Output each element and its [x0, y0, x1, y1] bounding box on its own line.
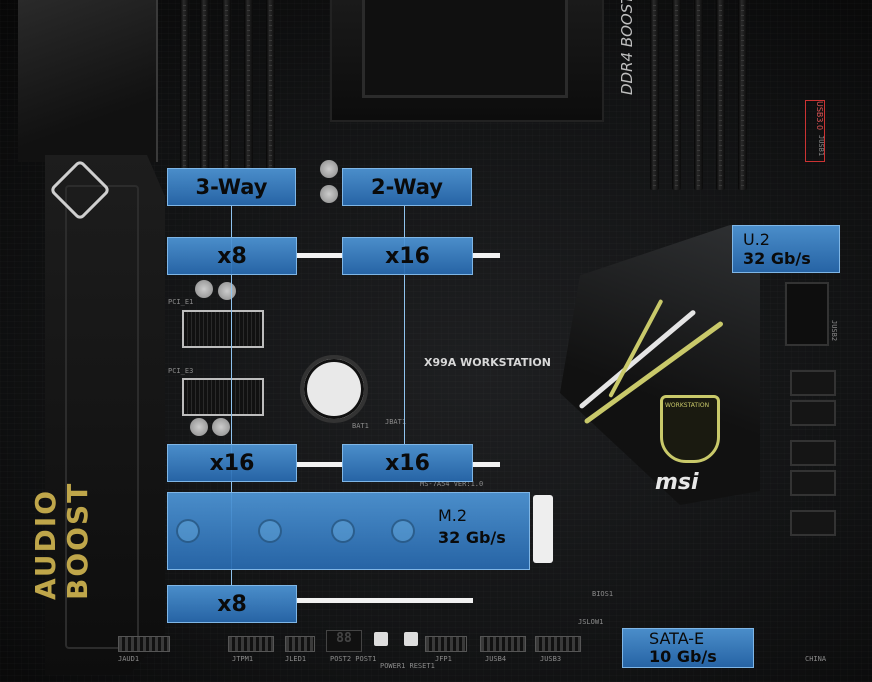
dimm-slot: [672, 0, 681, 190]
m2-standoff: [331, 519, 355, 543]
pcie-slot5-x8-label: x8: [167, 585, 297, 623]
power-button[interactable]: [374, 632, 388, 646]
sata-port: [790, 400, 836, 426]
m2-standoff: [176, 519, 200, 543]
pcie-slot1-x16-label: x16: [342, 237, 473, 275]
sata-port: [790, 440, 836, 466]
pcie-slot-rail: [472, 462, 500, 467]
cpu-socket: [330, 0, 604, 122]
capacitor: [195, 280, 213, 298]
sata-e-port-label: SATA-E 10 Gb/s: [622, 628, 754, 668]
jusb4-header: [480, 636, 526, 652]
cpu-socket-frame: [362, 0, 568, 98]
dimm-slot: [650, 0, 659, 190]
u2-port-label: U.2 32 Gb/s: [732, 225, 840, 273]
model-name: X99A WORKSTATION: [424, 356, 551, 369]
silk-version: MS-7A54 VER:1.0: [420, 480, 484, 488]
silk-jled: JLED1: [285, 655, 307, 663]
sata-port: [790, 510, 836, 536]
silk-jusb3: JUSB3: [540, 655, 562, 663]
pcie-x1-slot: [182, 310, 264, 348]
m2-connector: [533, 495, 553, 563]
sata-port: [790, 370, 836, 396]
sata-port: [790, 470, 836, 496]
u2-name: U.2: [743, 230, 770, 249]
dimm-slot: [180, 0, 189, 170]
jled-header: [285, 636, 315, 652]
capacitor: [320, 185, 338, 203]
silk-pcie3: PCI_E3: [168, 367, 194, 375]
silk-china: CHINA: [805, 655, 827, 663]
dimm-slot: [738, 0, 747, 190]
workstation-badge: WORKSTATION: [660, 395, 720, 463]
cmos-battery: [300, 355, 368, 423]
silk-jusb1: JUSB1: [817, 135, 825, 157]
pcie-slot-rail: [472, 253, 500, 258]
silk-jaud: JAUD1: [118, 655, 140, 663]
io-shroud: [45, 155, 165, 675]
capacitor: [190, 418, 208, 436]
ddr4-boost-logo: DDR4 BOOST: [618, 0, 636, 95]
reset-button[interactable]: [404, 632, 418, 646]
pcie-slot-rail: [297, 253, 342, 258]
dimm-slot: [716, 0, 725, 190]
silk-jusb4: JUSB4: [485, 655, 507, 663]
dimm-slot: [222, 0, 231, 170]
pcie-slot-rail: [297, 598, 473, 603]
m2-standoff: [258, 519, 282, 543]
jaud-header: [118, 636, 170, 652]
capacitor: [218, 282, 236, 300]
dimm-slot: [200, 0, 209, 170]
three-way-sli-label: 3-Way: [167, 168, 296, 206]
capacitor: [212, 418, 230, 436]
pcie-slot-rail: [297, 462, 342, 467]
silk-bat: BAT1: [352, 422, 369, 430]
usb3-port-label: USB3.0: [805, 100, 825, 162]
m2-speed: 32 Gb/s: [438, 528, 506, 547]
badge-text: WORKSTATION: [665, 402, 710, 409]
silk-power: POWER1 RESET1: [380, 662, 435, 670]
silk-jfp: JFP1: [435, 655, 452, 663]
dimm-slot: [694, 0, 703, 190]
jusb3-header: [535, 636, 581, 652]
post-code-display: 88: [326, 630, 362, 652]
two-way-link-line: [404, 206, 405, 444]
capacitor: [320, 160, 338, 178]
three-way-link-line: [231, 206, 232, 586]
pcie-slot3-x16-right-label: x16: [342, 444, 473, 482]
sata-e-speed: 10 Gb/s: [649, 647, 717, 666]
sata-e-name: SATA-E: [649, 629, 705, 648]
io-shroud-top: [18, 0, 158, 162]
silk-jbat: JBAT1: [385, 418, 407, 426]
silk-bios: BIOS1: [592, 590, 614, 598]
m2-name: M.2: [438, 506, 468, 525]
m2-slot-label: M.2 32 Gb/s: [167, 492, 530, 570]
u2-connector: [785, 282, 829, 346]
two-way-sli-label: 2-Way: [342, 168, 472, 206]
silk-jusb2: JUSB2: [830, 320, 838, 342]
dimm-slot: [266, 0, 275, 170]
audio-boost-logo: AUDIO BOOST: [29, 481, 94, 600]
msi-logo: msi: [655, 470, 699, 495]
m2-standoff: [391, 519, 415, 543]
silk-post: POST2 POST1: [330, 655, 377, 663]
u2-speed: 32 Gb/s: [743, 249, 811, 268]
m2-text: M.2 32 Gb/s: [438, 505, 506, 549]
silk-pcie1: PCI_E1: [168, 298, 194, 306]
pcie-slot1-x8-label: x8: [167, 237, 297, 275]
silk-jtpm: JTPM1: [232, 655, 254, 663]
jtpm-header: [228, 636, 274, 652]
pcie-x1-slot: [182, 378, 264, 416]
silk-jslow: JSLOW1: [578, 618, 604, 626]
jfp-header: [425, 636, 467, 652]
dimm-slot: [244, 0, 253, 170]
pcie-slot3-x16-label: x16: [167, 444, 297, 482]
